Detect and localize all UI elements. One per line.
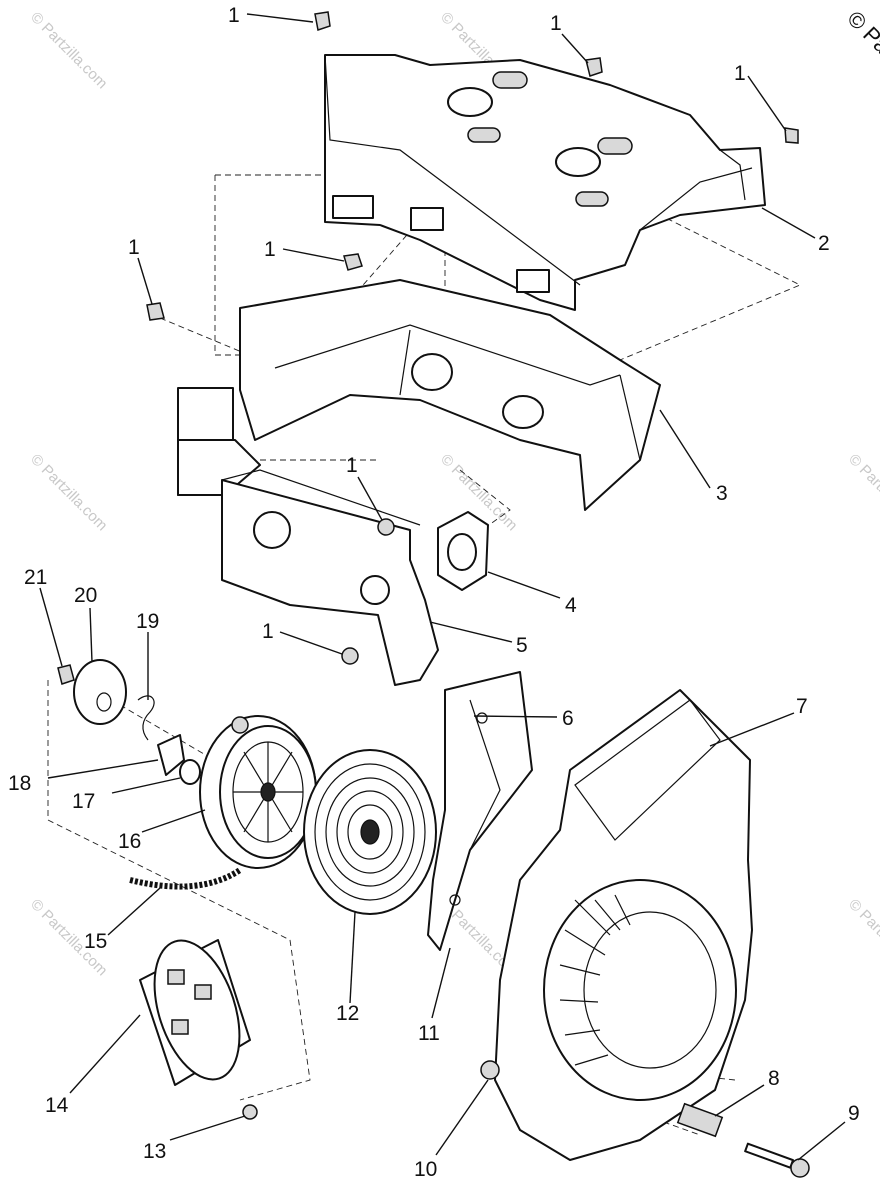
nut-clip [784,127,799,144]
callout-4: 4 [565,594,577,617]
nut-clip [146,302,165,321]
starter-bracket [427,671,533,951]
callout-1: 1 [346,454,358,477]
callout-1: 1 [550,12,562,35]
plate-8 [676,1102,724,1138]
lower-bracket [221,469,439,686]
leader-lines [39,13,846,1161]
middle-bracket [177,279,661,511]
clip-19 [137,695,155,741]
callout-17: 17 [72,790,95,813]
nuts-group [146,11,799,665]
callout-5: 5 [516,634,528,657]
callout-7: 7 [796,695,808,718]
starter-rope [129,867,242,890]
fan-housing [480,689,810,1178]
callout-3: 3 [716,482,728,505]
callout-11: 11 [418,1022,440,1045]
callout-1: 1 [262,620,274,643]
callout-13: 13 [143,1140,166,1163]
pulley [199,715,317,869]
washer-20 [73,659,127,725]
callout-12: 12 [336,1002,359,1025]
callout-9: 9 [848,1102,860,1125]
bolt-9 [744,1142,794,1169]
recoil-spring [303,749,437,915]
callout-1: 1 [734,62,746,85]
spacer-17 [179,759,201,785]
callouts: 1 1 1 1 1 1 1 2 3 4 5 6 7 8 9 10 11 12 1… [8,4,860,1181]
nut-clip [343,253,363,271]
callout-20: 20 [74,584,97,607]
callout-8: 8 [768,1067,780,1090]
callout-2: 2 [818,232,830,255]
callout-1: 1 [228,4,240,27]
watermark: © Partzilla.com [27,9,110,92]
callout-1: 1 [128,236,140,259]
watermark: © Partzilla.com [845,451,880,534]
handle-cup [139,939,258,1120]
bolt-13 [242,1104,258,1120]
bolt-10 [480,1060,500,1080]
nut-21 [57,664,75,685]
nut-clip [314,11,331,31]
pawl-18 [157,734,185,776]
bolt-head [377,518,395,536]
nut-clip [585,57,603,77]
gasket [437,511,489,591]
copyright-mark: © Pa [842,6,880,59]
watermark: © Partzilla.com [845,896,880,979]
callout-10: 10 [414,1158,437,1181]
callout-21: 21 [24,566,47,589]
callout-18: 18 [8,772,31,795]
callout-15: 15 [84,930,107,953]
starter-small-parts [57,659,201,785]
callout-19: 19 [136,610,159,633]
bolt-head [341,647,359,665]
watermark: © Partzilla.com [27,451,110,534]
callout-6: 6 [562,707,574,730]
upper-shroud [324,54,766,311]
callout-1: 1 [264,238,276,261]
callout-16: 16 [118,830,141,853]
callout-14: 14 [45,1094,69,1117]
